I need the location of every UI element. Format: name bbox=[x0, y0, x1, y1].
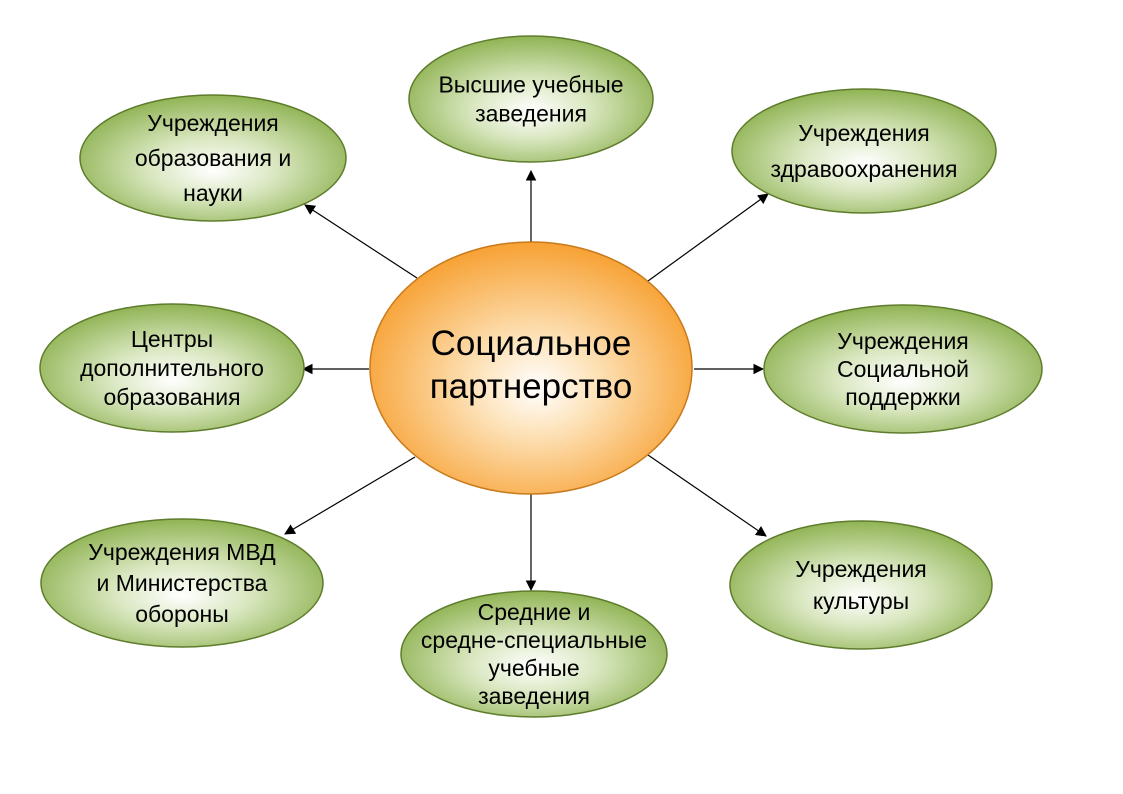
satellite-social-label-line: Учреждения bbox=[837, 328, 969, 354]
satellite-social-label-line: поддержки bbox=[845, 384, 960, 410]
satellite-education-label-line: науки bbox=[183, 180, 243, 206]
satellite-mvd-label-line: Учреждения МВД bbox=[88, 539, 276, 565]
satellite-secondary-label-line: Средние и bbox=[478, 599, 591, 625]
satellite-node-additional: Центры дополнительного образования bbox=[39, 303, 305, 433]
satellite-ellipse-additional bbox=[39, 303, 305, 433]
connector-arrow-culture bbox=[647, 454, 767, 537]
satellite-ellipse-culture bbox=[729, 520, 993, 650]
satellite-education-label-line: Учреждения bbox=[147, 110, 279, 136]
satellite-vuz-label-line: заведения bbox=[475, 101, 587, 127]
satellite-node-culture: Учреждения культуры bbox=[729, 520, 993, 650]
satellite-ellipse-secondary bbox=[400, 590, 668, 718]
satellite-additional-label-line: дополнительного bbox=[80, 355, 264, 381]
satellite-ellipse-education bbox=[79, 94, 347, 222]
connectors bbox=[284, 169, 769, 592]
satellite-additional-label-line: Центры bbox=[131, 326, 213, 352]
center-label-line: Социальное bbox=[431, 324, 632, 363]
satellite-additional-label-line: образования bbox=[103, 384, 240, 410]
satellite-culture-label-line: культуры bbox=[813, 588, 909, 614]
connector-arrow-health bbox=[647, 193, 769, 282]
satellite-secondary-label-line: средне-специальные bbox=[421, 627, 647, 653]
satellite-health-label-line: здравоохранения bbox=[771, 156, 958, 182]
satellite-node-education: Учреждения образования и науки bbox=[79, 94, 347, 222]
connector-arrow-mvd bbox=[284, 456, 416, 535]
center-label-line: партнерство bbox=[430, 367, 633, 406]
center-node: Социальное партнерство bbox=[369, 241, 693, 495]
satellite-ellipse-health bbox=[731, 88, 997, 214]
satellite-ellipse-mvd bbox=[40, 518, 324, 648]
satellite-mvd-label-line: обороны bbox=[135, 601, 229, 627]
satellite-health-label-line: Учреждения bbox=[798, 120, 930, 146]
satellite-vuz-label-line: Высшие учебные bbox=[438, 72, 623, 98]
satellite-node-mvd: Учреждения МВД и Министерства обороны bbox=[40, 518, 324, 648]
connector-arrow-education bbox=[304, 204, 418, 279]
satellite-ellipse-vuz bbox=[408, 35, 654, 163]
center-ellipse bbox=[369, 241, 693, 495]
satellite-mvd-label-line: и Министерства bbox=[97, 570, 268, 596]
satellite-node-vuz: Высшие учебные заведения bbox=[408, 35, 654, 163]
satellite-ellipse-social bbox=[763, 304, 1043, 434]
satellite-secondary-label-line: заведения bbox=[478, 683, 590, 709]
satellite-node-secondary: Средние исредне-специальныеучебныезаведе… bbox=[400, 590, 668, 718]
satellite-social-label-line: Социальной bbox=[837, 356, 969, 382]
satellite-node-health: Учреждения здравоохранения bbox=[731, 88, 997, 214]
satellite-secondary-label-line: учебные bbox=[488, 655, 579, 681]
satellite-education-label-line: образования и bbox=[135, 145, 291, 171]
satellite-culture-label-line: Учреждения bbox=[795, 556, 927, 582]
satellite-nodes: Высшие учебныезаведенияУчрежденияздравоо… bbox=[39, 35, 1043, 718]
